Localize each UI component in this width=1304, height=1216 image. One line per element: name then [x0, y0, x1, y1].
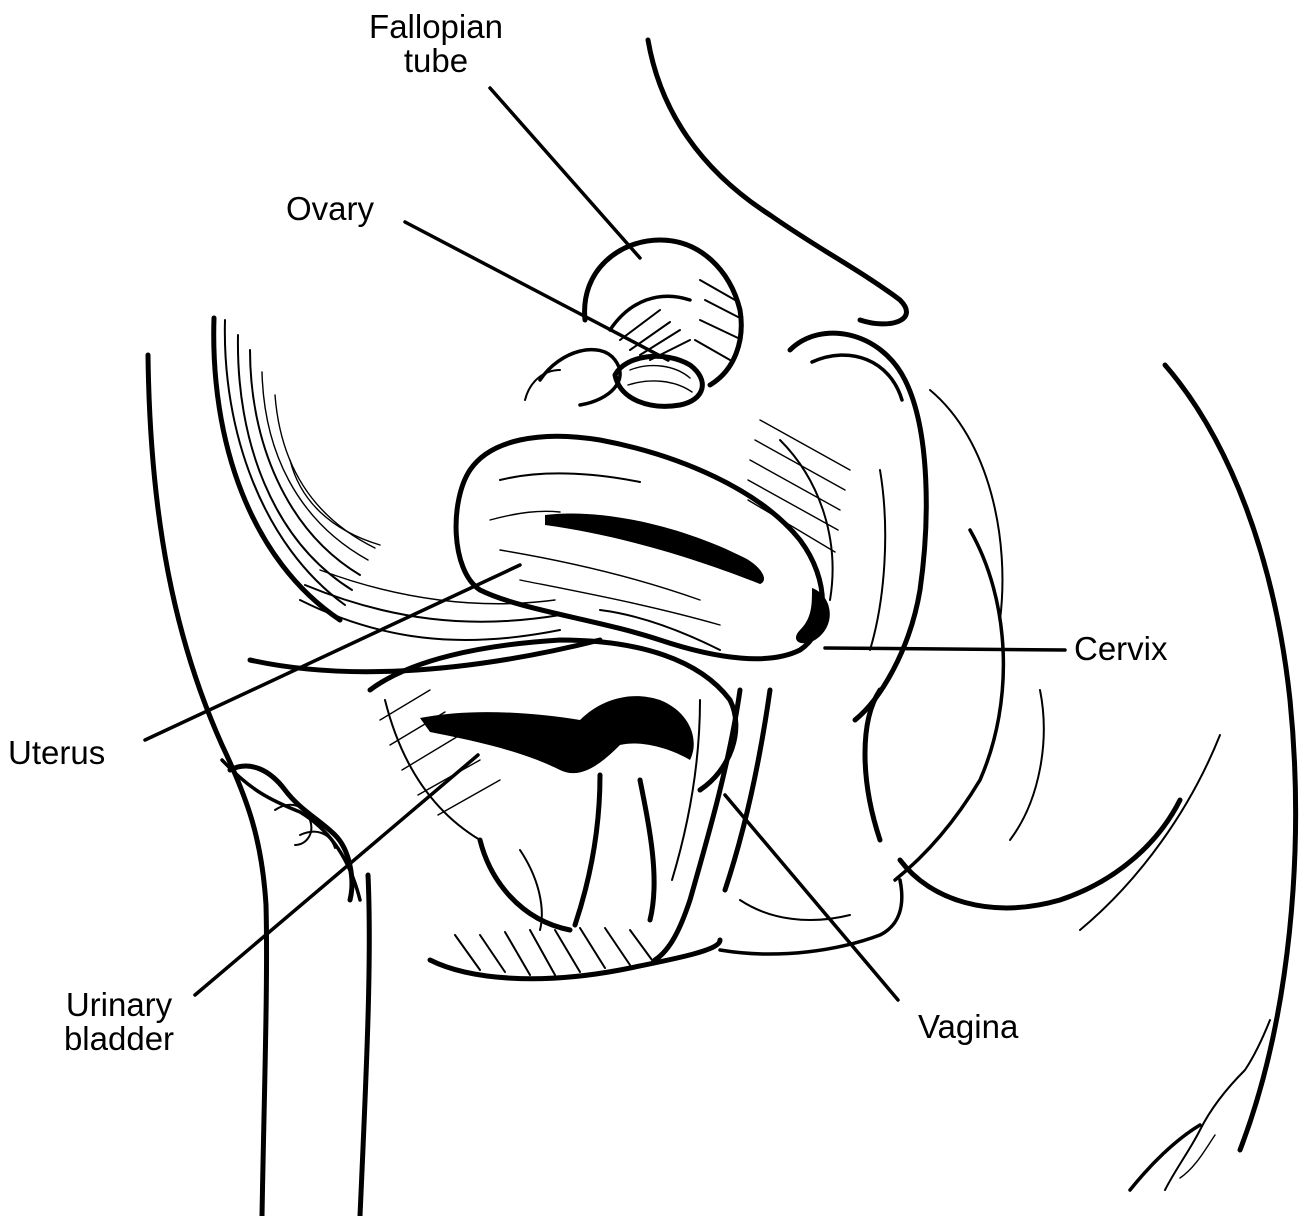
- leader-cervix: [825, 648, 1065, 650]
- label-ovary: Ovary: [286, 192, 374, 226]
- label-urinary-bladder-line2: bladder: [34, 1022, 204, 1056]
- leader-vagina: [725, 795, 898, 1000]
- label-cervix: Cervix: [1074, 632, 1168, 666]
- leader-urinary-bladder: [195, 755, 478, 995]
- fallopian-tube-drawing: [525, 240, 741, 405]
- label-uterus: Uterus: [8, 736, 105, 770]
- label-cervix-text: Cervix: [1074, 632, 1168, 666]
- label-ovary-text: Ovary: [286, 192, 374, 226]
- ovary-drawing: [615, 356, 702, 406]
- label-uterus-text: Uterus: [8, 736, 105, 770]
- abdominal-wall-contour: [148, 355, 369, 1216]
- label-vagina: Vagina: [918, 1010, 1018, 1044]
- uterus-drawing: [456, 436, 830, 658]
- leader-fallopian-tube: [490, 88, 640, 258]
- label-fallopian-tube-line1: Fallopian: [348, 10, 524, 44]
- label-urinary-bladder: Urinary bladder: [34, 988, 204, 1056]
- label-fallopian-tube-line2: tube: [348, 44, 524, 78]
- label-fallopian-tube: Fallopian tube: [348, 10, 524, 78]
- bladder-drawing: [370, 640, 736, 930]
- label-vagina-text: Vagina: [918, 1010, 1018, 1044]
- label-urinary-bladder-line1: Urinary: [34, 988, 204, 1022]
